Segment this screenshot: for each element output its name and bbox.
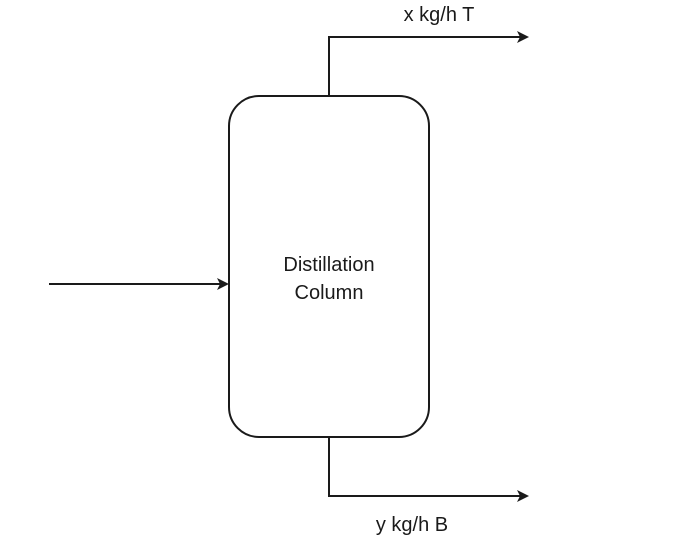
top-product-arrow	[328, 31, 529, 96]
top-product-label: x kg/h T	[404, 4, 475, 26]
bottom-product-label: y kg/h B	[376, 514, 448, 536]
bottom-product-arrow	[328, 437, 529, 502]
column-label-line-2: Column	[295, 282, 364, 304]
column-label-line-1: Distillation	[283, 254, 374, 276]
